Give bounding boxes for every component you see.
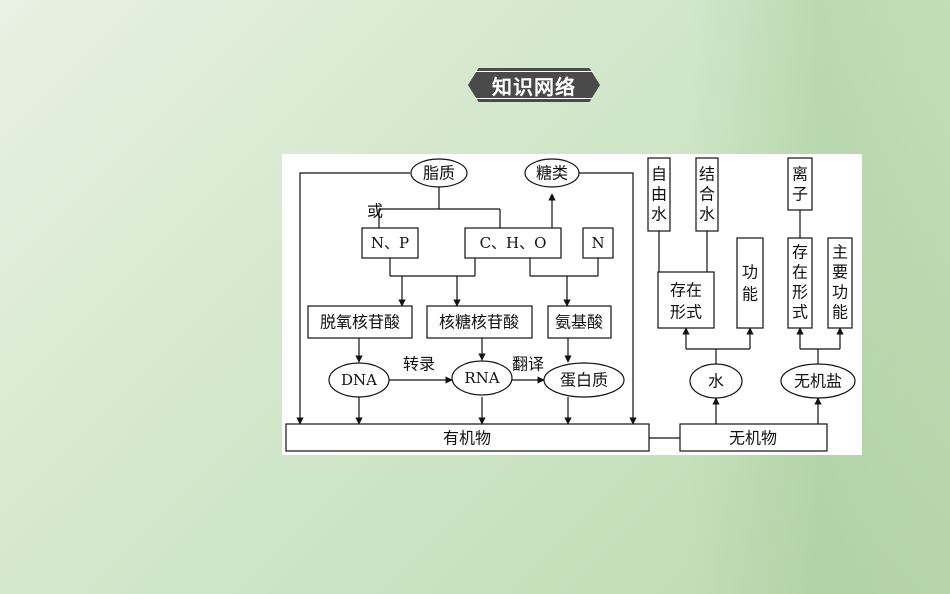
- label-aminoacid: 氨基酸: [555, 313, 603, 332]
- edge-water-split: [686, 348, 750, 366]
- label-or: 或: [367, 202, 383, 221]
- node-freewater-shape: [647, 157, 671, 232]
- edge-cho-n-aminoacid: [529, 258, 599, 306]
- label-np: N、P: [371, 234, 409, 252]
- label-protein: 蛋白质: [560, 371, 608, 390]
- banner-background: [468, 68, 600, 102]
- label-boundwater-1: 结: [699, 165, 715, 184]
- node-aminoacid-shape: [547, 305, 612, 339]
- node-deoxy-shape: [307, 305, 413, 339]
- label-cho: C、H、O: [480, 234, 547, 252]
- node-organic-shape: [285, 423, 650, 452]
- node-np-shape: [361, 227, 419, 259]
- node-ribo-shape: [426, 305, 533, 339]
- node-inorganic-shape: [679, 423, 828, 452]
- label-saltform-1: 存: [792, 243, 808, 262]
- node-n-shape: [582, 227, 614, 259]
- label-ion-1: 离: [792, 165, 808, 184]
- node-waterform-shape: [657, 271, 715, 329]
- label-sugar: 糖类: [536, 164, 568, 183]
- banner-title: 知识网络: [492, 74, 576, 99]
- edge-sugar-organic: [579, 172, 637, 425]
- label-boundwater-2: 合: [699, 185, 715, 204]
- label-lipid: 脂质: [423, 164, 455, 183]
- label-saltform-3: 形: [792, 283, 808, 302]
- node-water-shape: [689, 363, 743, 399]
- edge-np-cho-nucleotide: [389, 258, 476, 277]
- node-saltfunc-shape: [827, 237, 853, 329]
- node-protein-shape: [543, 362, 625, 398]
- node-saltform-shape: [787, 237, 813, 329]
- node-rna-shape: [451, 360, 513, 396]
- knowledge-diagram-panel: 脂质 糖类 或 N、P C、H、O N 脱氧核苷酸 核糖核苷酸 氨基酸 DNA …: [282, 154, 862, 455]
- knowledge-diagram: 脂质 糖类 或 N、P C、H、O N 脱氧核苷酸 核糖核苷酸 氨基酸 DNA …: [285, 157, 856, 452]
- label-inorganic: 无机物: [729, 429, 777, 448]
- label-rna: RNA: [464, 369, 499, 387]
- label-waterform-2: 形式: [670, 303, 702, 322]
- label-ion-2: 子: [792, 185, 808, 204]
- edge-lipid-organic: [296, 172, 410, 425]
- label-ribonucleotide: 核糖核苷酸: [439, 313, 519, 332]
- edge-salt-split: [800, 348, 840, 366]
- label-deoxynucleotide: 脱氧核苷酸: [320, 313, 400, 332]
- label-saltfunc-4: 能: [832, 303, 848, 322]
- node-salt-shape: [780, 363, 856, 399]
- label-saltform-4: 式: [792, 303, 808, 322]
- label-n: N: [591, 234, 604, 252]
- label-organic: 有机物: [443, 429, 491, 448]
- label-transcription: 转录: [403, 355, 435, 374]
- label-saltfunc-3: 功: [832, 283, 848, 302]
- label-waterform-1: 存在: [670, 281, 702, 300]
- label-dna: DNA: [341, 371, 377, 389]
- label-freewater-2: 由: [651, 185, 667, 204]
- node-waterfunc-shape: [736, 237, 764, 329]
- node-boundwater-shape: [695, 157, 719, 232]
- node-dna-shape: [328, 362, 390, 398]
- label-saltform-2: 在: [792, 263, 808, 282]
- banner-border: [475, 71, 593, 99]
- node-ion-shape: [787, 157, 813, 211]
- label-freewater-1: 自: [651, 165, 667, 184]
- edge-lipid-split: [378, 187, 501, 228]
- label-boundwater-3: 水: [699, 205, 715, 224]
- section-banner: 知识网络: [468, 68, 600, 102]
- label-waterfunc-1: 功: [742, 263, 758, 282]
- node-lipid-shape: [410, 158, 468, 188]
- label-translation: 翻译: [512, 355, 544, 374]
- label-salt: 无机盐: [794, 372, 842, 391]
- label-saltfunc-1: 主: [832, 243, 848, 262]
- label-waterfunc-2: 能: [742, 285, 758, 304]
- label-freewater-3: 水: [651, 205, 667, 224]
- label-saltfunc-2: 要: [832, 263, 848, 282]
- label-water: 水: [708, 372, 724, 391]
- node-cho-shape: [464, 227, 562, 259]
- node-sugar-shape: [524, 158, 580, 188]
